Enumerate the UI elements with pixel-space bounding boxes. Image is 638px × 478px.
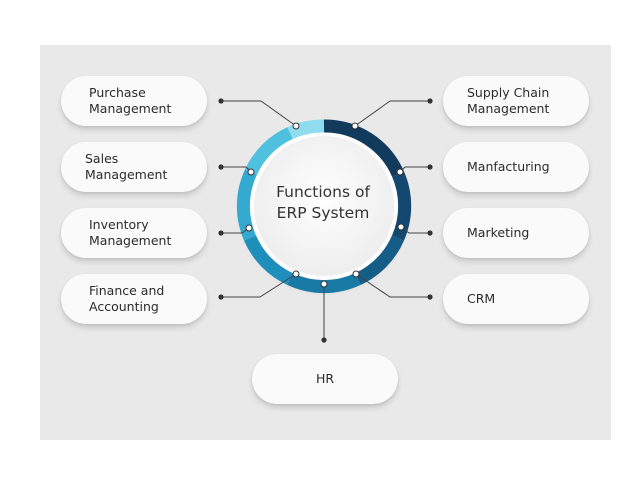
node-label: HR (315, 371, 335, 386)
node-marketing: Marketing (443, 208, 589, 258)
node-purchase-management: Purchase Management (61, 76, 207, 126)
ring-segment-right-mid (391, 171, 412, 241)
ring-segment-right-upper (323, 119, 404, 177)
node-label: Marketing (467, 225, 530, 240)
connector-crm (355, 273, 430, 298)
ring-segment-left-lower (244, 235, 293, 285)
connector-finance (221, 273, 297, 298)
node-label: Supply Chain Management (467, 85, 550, 116)
node-label: Manfacturing (467, 159, 550, 174)
node-label: CRM (467, 291, 496, 306)
node-label: Purchase Management (89, 85, 172, 116)
node-hr: HR (252, 354, 398, 404)
ring-inner-disc (254, 136, 394, 276)
node-crm: CRM (443, 274, 589, 324)
ring-segment-top-light (287, 119, 325, 140)
ring-segment-left-mid (236, 169, 257, 241)
erp-ring (236, 119, 412, 294)
connector-purchase (221, 100, 297, 127)
ring-junction-dots (245, 122, 405, 288)
node-manufacturing: Manfacturing (443, 142, 589, 192)
node-supply-chain-management: Supply Chain Management (443, 76, 589, 126)
connector-supply-chain (354, 100, 430, 127)
ring-segment-right-lower (355, 235, 404, 285)
connector-manufacturing (399, 166, 430, 173)
center-title: Functions of ERP System (276, 183, 370, 222)
ring-segment-left-upper (245, 127, 293, 175)
connector-dots (218, 98, 433, 343)
node-sales-management: Sales Management (61, 142, 207, 192)
node-label: Inventory Management (89, 217, 172, 248)
node-label: Sales Management (85, 151, 168, 182)
node-finance-and-accounting: Finance and Accounting (61, 274, 207, 324)
node-inventory-management: Inventory Management (61, 208, 207, 258)
node-label: Finance and Accounting (89, 283, 165, 314)
